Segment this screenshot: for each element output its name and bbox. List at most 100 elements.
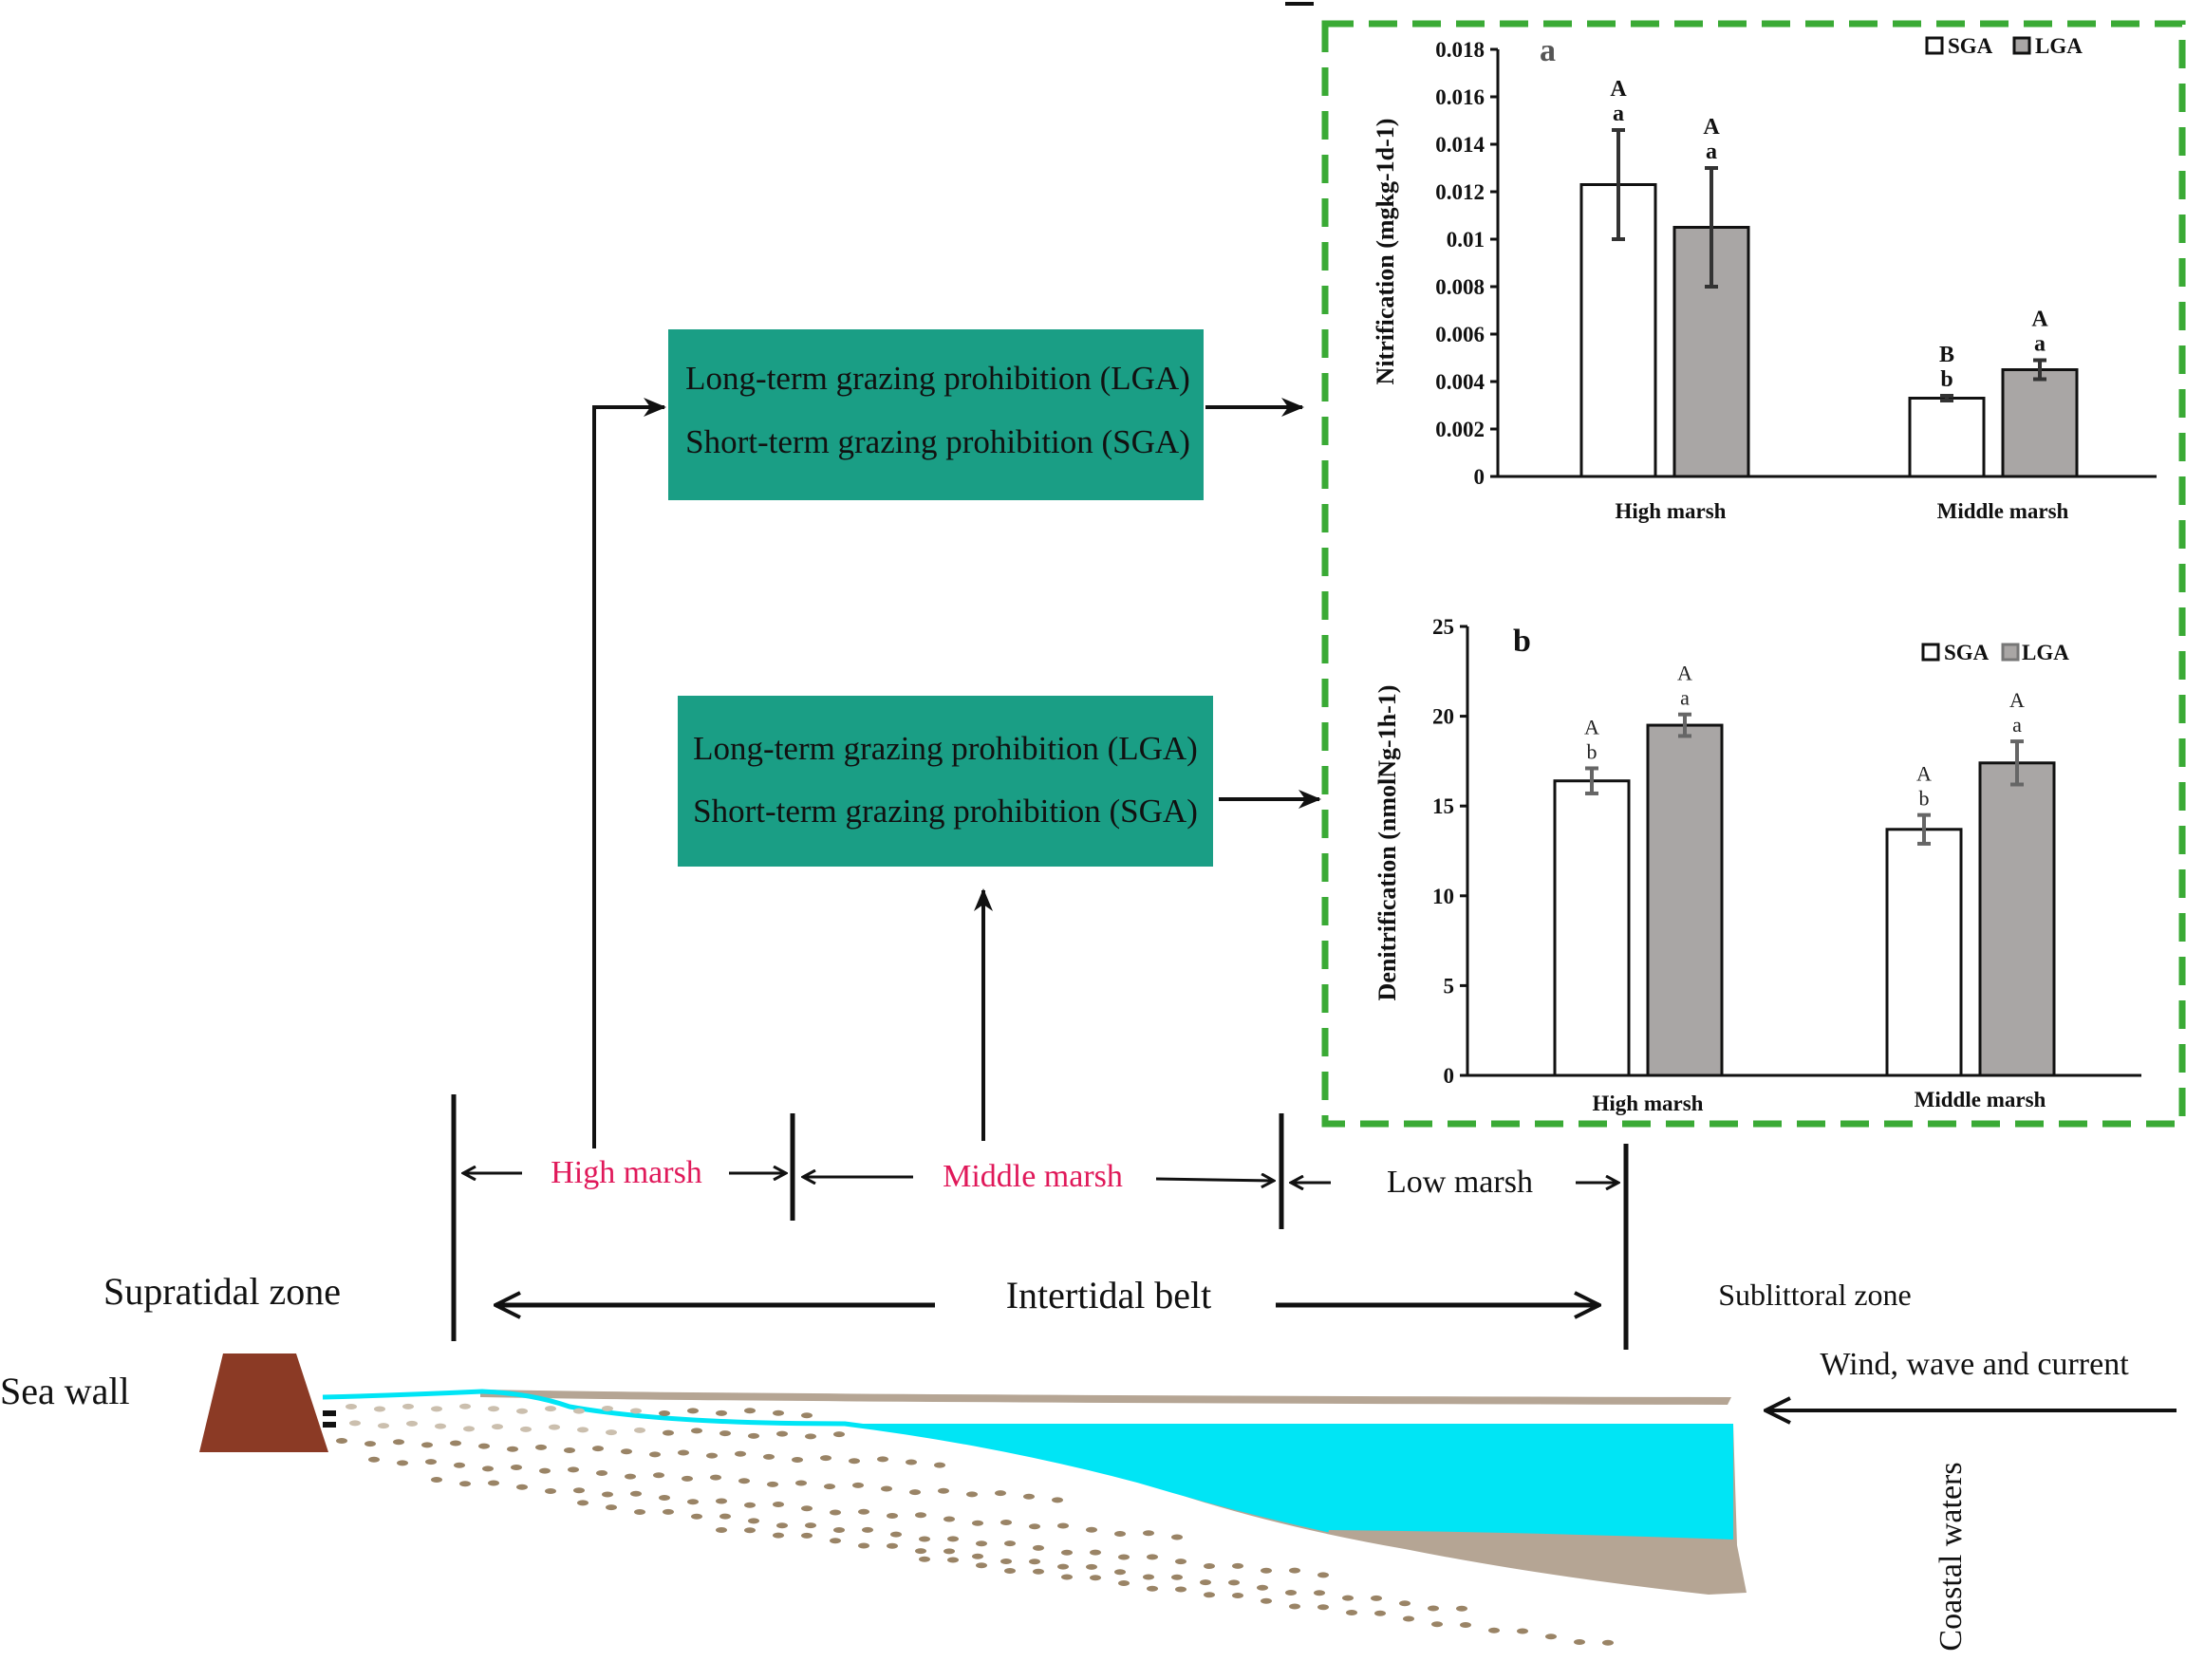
- chart-b-bar-lga-middle: [1978, 761, 2056, 1077]
- tidal-water-line: [322, 1389, 1330, 1533]
- sediment-dot: [516, 1484, 528, 1490]
- sea-wall-shape: [199, 1353, 328, 1452]
- chart-a-ytick-label: 0.004: [1435, 370, 1485, 394]
- sediment-dot: [801, 1505, 813, 1512]
- chart-a-ytick-label: 0.008: [1435, 275, 1485, 299]
- sediment-dot: [849, 1458, 860, 1465]
- chart-a-ytick-label: 0.016: [1435, 85, 1485, 109]
- sediment-dot: [1403, 1615, 1414, 1622]
- sediment-dot: [621, 1448, 632, 1455]
- sediment-dot: [906, 1459, 917, 1465]
- chart-b-legend: SGA LGA: [1921, 641, 2069, 664]
- sediment-dot: [592, 1446, 604, 1452]
- chart-b-legend-sga: SGA: [1944, 641, 1990, 664]
- sediment-dot: [1428, 1605, 1439, 1612]
- chart-b-sig-upper: A: [1584, 715, 1599, 738]
- sediment-dot: [663, 1429, 674, 1436]
- sediment-dot: [1285, 1590, 1297, 1596]
- sediment-dot: [795, 1480, 807, 1486]
- sediment-dot: [744, 1408, 756, 1414]
- sediment-dot: [1574, 1639, 1585, 1645]
- sediment-dot: [659, 1495, 670, 1501]
- sediment-dot: [830, 1509, 841, 1516]
- sediment-dots: [210, 1403, 1614, 1646]
- sediment-dot: [1374, 1610, 1386, 1616]
- sediment-dot: [887, 1513, 898, 1519]
- sediment-dot: [634, 1427, 645, 1433]
- treatment-box-top: Long-term grazing prohibition (LGA) Shor…: [668, 329, 1204, 500]
- sediment-dot: [1004, 1568, 1016, 1574]
- sediment-dot: [1175, 1559, 1186, 1565]
- sediment-dot: [459, 1403, 471, 1409]
- sediment-dot: [1004, 1540, 1016, 1547]
- sediment-dot: [947, 1557, 959, 1563]
- chart-a-sig-upper: B: [1939, 343, 1954, 367]
- sediment-dot: [425, 1459, 437, 1465]
- sediment-dot: [719, 1430, 731, 1437]
- sediment-dot: [602, 1406, 613, 1412]
- sediment-dot: [1204, 1592, 1215, 1598]
- sediment-dot: [716, 1498, 727, 1504]
- treatment-box-top-line1: Long-term grazing prohibition (LGA): [685, 360, 1190, 397]
- sediment-dot: [349, 1420, 361, 1427]
- sediment-dot: [691, 1513, 702, 1520]
- sediment-dot: [805, 1433, 816, 1440]
- sediment-dot: [488, 1406, 499, 1412]
- sediment-dot: [710, 1474, 721, 1481]
- sediment-dot: [630, 1408, 642, 1414]
- sediment-dot: [364, 1441, 376, 1447]
- chart-a-ytick-label: 0.006: [1435, 323, 1485, 346]
- sediment-dot: [938, 1487, 949, 1494]
- sediment-dot: [663, 1508, 674, 1515]
- sediment-dot: [691, 1428, 702, 1434]
- sediment-dot: [1143, 1530, 1154, 1537]
- sediment-dot: [1317, 1572, 1329, 1578]
- chart-b-ytick-label: 5: [1444, 974, 1455, 998]
- sediment-dot: [1061, 1549, 1073, 1556]
- sediment-dot: [890, 1531, 902, 1538]
- chart-a-ytick-label: 0.012: [1435, 180, 1485, 204]
- sediment-dot: [1114, 1569, 1126, 1576]
- sediment-dot: [488, 1480, 499, 1486]
- sediment-dot: [1257, 1584, 1268, 1591]
- treatment-box-top-line2: Short-term grazing prohibition (SGA): [685, 423, 1190, 460]
- sediment-dot: [1346, 1610, 1357, 1615]
- sediment-dot: [773, 1502, 784, 1507]
- supratidal-zone-label: Supratidal zone: [103, 1270, 341, 1313]
- sediment-dot: [1171, 1574, 1183, 1580]
- intertidal-belt-label: Intertidal belt: [1006, 1274, 1212, 1316]
- sediment-dot: [735, 1450, 746, 1457]
- sediment-dot: [944, 1516, 955, 1522]
- sediment-dot: [393, 1439, 404, 1446]
- sediment-dot: [625, 1473, 636, 1480]
- sediment-dot: [435, 1423, 446, 1429]
- sediment-dot: [431, 1477, 442, 1483]
- middle-marsh-right-arrow: [1155, 1179, 1274, 1181]
- chart-a-ytick-label: 0.014: [1435, 133, 1485, 157]
- chart-a-ticks: 00.0020.0040.0060.0080.010.0120.0140.016…: [1435, 38, 1498, 489]
- chart-a-sig-lower: a: [1706, 140, 1717, 164]
- chart-a-panel-letter: a: [1540, 33, 1556, 68]
- sediment-dot: [511, 1465, 522, 1471]
- sediment-dot: [976, 1540, 987, 1547]
- sediment-dot: [1147, 1585, 1158, 1592]
- sediment-dot: [1261, 1597, 1272, 1604]
- chart-a-ytick-label: 0.01: [1447, 228, 1485, 252]
- chart-b-ytick-label: 10: [1432, 885, 1454, 908]
- sediment-dot: [833, 1431, 845, 1438]
- sediment-dot: [858, 1542, 869, 1549]
- chart-b-sig-lower: a: [1680, 686, 1690, 710]
- chart-b-sig-lower: b: [1919, 787, 1930, 811]
- sediment-dot: [1517, 1628, 1528, 1634]
- chart-a-legend-lga-swatch: [2012, 36, 2031, 55]
- sediment-dot: [824, 1484, 835, 1490]
- chart-a-xtick-middle: Middle marsh: [1937, 499, 2069, 523]
- sediment-dot: [374, 1406, 385, 1412]
- chart-b-xtick-high: High marsh: [1593, 1092, 1704, 1115]
- sediment-dot: [606, 1504, 617, 1511]
- sediment-dot: [915, 1548, 926, 1555]
- sediment-dot: [659, 1409, 670, 1416]
- chart-b-bar-sga-middle: [1885, 828, 1963, 1077]
- sediment-dot: [801, 1532, 813, 1539]
